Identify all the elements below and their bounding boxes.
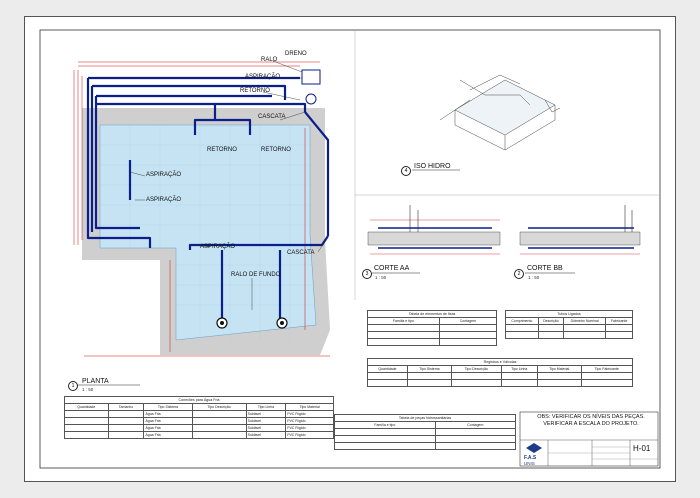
table-row xyxy=(505,331,633,339)
table-header: Descrição xyxy=(537,317,565,325)
view-scale-corte-bb: 1 : 50 xyxy=(528,275,540,280)
label-dreno: DRENO xyxy=(285,51,307,57)
table-caption: Conexões para Água Fria xyxy=(64,396,334,404)
table-row xyxy=(367,324,498,332)
table-header: Tipo Fabricante xyxy=(580,365,634,373)
table-row xyxy=(334,428,517,436)
view-number-corte-aa: 3 xyxy=(362,269,372,279)
view-title-iso: ISO HIDRO xyxy=(414,163,451,170)
pipe-network xyxy=(86,76,330,325)
table-row xyxy=(367,331,498,339)
view-title-corte-aa: CORTE AA xyxy=(374,265,410,272)
view-number-corte-bb: 2 xyxy=(514,269,524,279)
sheet-border xyxy=(39,29,661,469)
filter-equipment xyxy=(305,93,317,105)
view-number-iso: 4 xyxy=(401,166,411,176)
table-header: Tamanho xyxy=(107,403,145,411)
sheet-number: H-01 xyxy=(633,444,651,453)
view-scale-corte-aa: 1 : 50 xyxy=(375,275,387,280)
table-header: Comprimento xyxy=(505,317,539,325)
label-aspiracao-bottom: ASPIRAÇÃO xyxy=(200,244,236,250)
label-aspiracao-low: ASPIRAÇÃO xyxy=(146,197,182,203)
table-caption: Tabela de elementos de fixas xyxy=(367,310,497,318)
table-devices: Tabela de elementos de fixas Família e t… xyxy=(367,310,498,346)
table-header: Quantidade xyxy=(367,365,408,373)
view-number-planta: 1 xyxy=(68,381,78,391)
label-cascata-bottom: CASCATA xyxy=(287,250,315,256)
iso-hidro-sketch xyxy=(439,74,561,151)
table-header: Tipo Sistema xyxy=(406,365,452,373)
table-pipe-connections: Conexões para Água Fria Quantidade Taman… xyxy=(64,396,334,439)
label-ralo: RALO xyxy=(261,57,278,63)
pool-water xyxy=(99,124,317,341)
table-row xyxy=(334,435,517,443)
table-header: Fabricante xyxy=(605,317,633,325)
table-header: Tipo Linha xyxy=(245,403,287,411)
section-aa xyxy=(367,205,501,255)
logo-text: F.A.S xyxy=(524,455,537,461)
table-header: Tipo Descrição xyxy=(450,365,502,373)
table-caption: Tabela de peças hidrossanitárias xyxy=(334,414,516,422)
title-block xyxy=(519,411,659,467)
label-ralo-fundo: RALO DE FUNDO xyxy=(231,272,281,278)
table-header: Família e tipo xyxy=(367,317,440,325)
table-row xyxy=(367,338,498,346)
table-header: Tipo Material xyxy=(285,403,334,411)
pump-equipment xyxy=(301,69,321,85)
table-registers: Registros e Válvulas Quantidade Tipo Sis… xyxy=(367,358,634,387)
table-caption: Tubos Ligados xyxy=(505,310,633,318)
label-retorno-top: RETORNO xyxy=(240,88,270,94)
label-cascata-top: CASCATA xyxy=(258,114,286,120)
table-header: Quantidade xyxy=(64,403,109,411)
table-header: Família e tipo xyxy=(334,421,436,429)
table-header: Tipo Descrição xyxy=(191,403,247,411)
table-header: Tipo Material xyxy=(536,365,582,373)
table-header: Tipo Sistema xyxy=(143,403,193,411)
logo-text-secondary: UNIS xyxy=(524,461,535,466)
table-caption: Registros e Válvulas xyxy=(367,358,633,366)
label-aspiracao-mid: ASPIRAÇÃO xyxy=(146,172,182,178)
view-title-planta: PLANTA xyxy=(82,378,109,385)
dimension-lines xyxy=(73,61,330,357)
table-header: Diâmetro Nominal xyxy=(563,317,607,325)
table-fixtures: Tabela de peças hidrossanitárias Família… xyxy=(334,414,517,450)
label-aspiracao-top: ASPIRAÇÃO xyxy=(245,74,281,80)
table-row xyxy=(505,324,633,332)
view-title-corte-bb: CORTE BB xyxy=(527,265,563,272)
table-header: Tipo Linha xyxy=(500,365,538,373)
section-bb xyxy=(519,205,641,255)
view-scale-planta: 1 : 50 xyxy=(82,387,94,392)
logo-icon xyxy=(526,443,542,453)
label-retorno-right: RETORNO xyxy=(261,147,291,153)
verification-note: OBS: VERIFICAR OS NÍVEIS DAS PEÇAS. VERI… xyxy=(537,414,645,427)
table-header: Contagem xyxy=(438,317,498,325)
table-row xyxy=(367,379,634,387)
table-pipes: Tubos Ligados Comprimento Descrição Diâm… xyxy=(505,310,633,339)
label-retorno-left: RETORNO xyxy=(207,147,237,153)
table-row xyxy=(367,372,634,380)
table-header: Contagem xyxy=(434,421,517,429)
table-row xyxy=(334,442,517,450)
